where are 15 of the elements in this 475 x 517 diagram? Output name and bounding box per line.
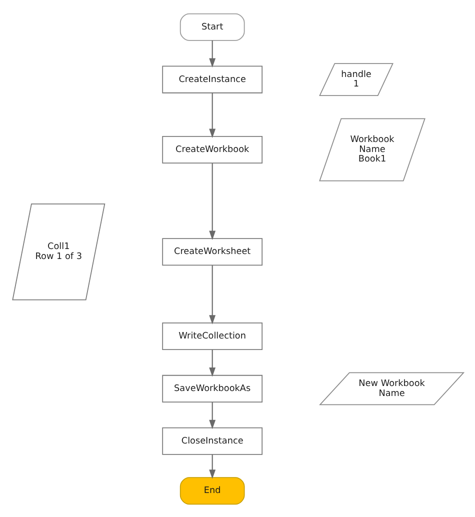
arrow (208, 402, 216, 429)
node-box: Start (179, 12, 244, 40)
node-box: End (179, 476, 244, 504)
node-box: WriteCollection (162, 322, 262, 350)
arrow (208, 349, 216, 376)
node-box: CreateInstance (162, 65, 262, 93)
node-box: SaveWorkbookAs (162, 374, 262, 402)
arrow (208, 40, 216, 68)
node-box: CreateWorkbook (162, 135, 262, 163)
arrow (208, 162, 216, 240)
node-box: CreateWorksheet (162, 238, 262, 266)
arrow (208, 264, 216, 324)
node-box: CloseInstance (162, 426, 262, 454)
arrow (208, 92, 216, 138)
arrow (208, 454, 216, 478)
